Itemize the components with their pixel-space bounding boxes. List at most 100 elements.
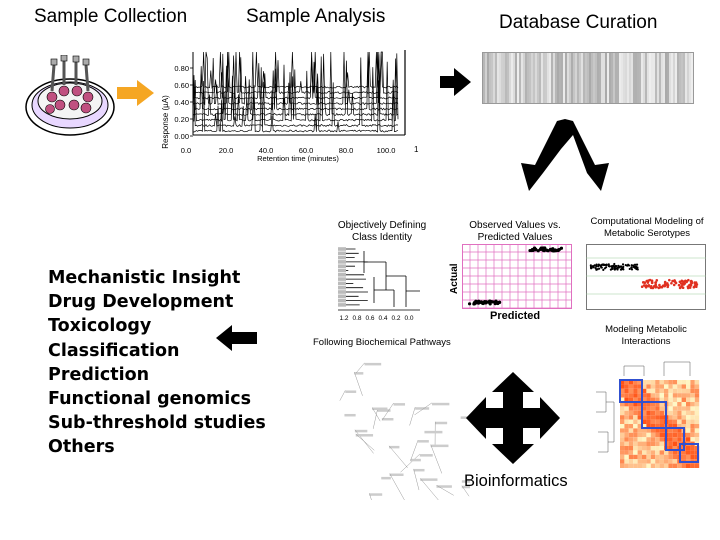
heatmap-cell xyxy=(668,446,673,451)
serotype-point xyxy=(597,265,600,268)
heatmap-dendrogram xyxy=(596,391,615,453)
heatmap-cell xyxy=(620,459,625,464)
db-strip-column xyxy=(559,53,561,103)
ovp-point xyxy=(531,248,535,252)
heatmap-cell xyxy=(694,402,700,407)
heatmap-cell xyxy=(655,437,660,442)
heatmap-cell xyxy=(659,393,664,398)
db-strip-column xyxy=(533,53,535,103)
heatmap-cell xyxy=(659,410,664,416)
sample-collection-header: Sample Collection xyxy=(34,6,188,27)
heatmap-cell xyxy=(650,441,656,446)
heatmap-cell xyxy=(690,406,695,411)
heatmap-cell xyxy=(633,397,638,402)
db-strip-column xyxy=(517,53,519,103)
heatmap-cell xyxy=(672,419,678,424)
heatmap-cell xyxy=(690,424,695,429)
ovp-point xyxy=(467,302,472,306)
db-strip-column xyxy=(607,53,609,103)
db-strip-column xyxy=(655,53,657,103)
heatmap-cell xyxy=(628,397,634,402)
heatmap-cell xyxy=(681,463,686,468)
heatmap-cell xyxy=(655,450,660,455)
right-arrow-icon xyxy=(440,68,471,96)
heatmap-cell xyxy=(672,428,678,433)
heatmap-cell xyxy=(628,406,634,411)
dendrogram-leaf-label xyxy=(338,247,346,251)
serotype-point xyxy=(672,283,676,287)
heatmap-cell xyxy=(694,380,700,385)
pathway-edge xyxy=(410,439,419,461)
db-strip-column xyxy=(687,53,689,103)
heatmap-cell xyxy=(655,428,660,433)
heatmap-cell xyxy=(668,463,673,468)
db-strip-column xyxy=(637,53,639,103)
heatmap-cell xyxy=(637,463,642,468)
ovp-point xyxy=(491,300,495,304)
heatmap-cell xyxy=(672,463,678,468)
dendrogram-leaf-label xyxy=(338,281,346,286)
serotype-point xyxy=(630,268,634,271)
heatmap-cluster-box xyxy=(679,443,699,463)
heatmap-cell xyxy=(686,402,691,407)
dendrogram-leaf-label xyxy=(338,298,346,303)
db-strip-column xyxy=(485,53,487,103)
heatmap-cell xyxy=(637,450,642,455)
pathway-node xyxy=(415,407,430,410)
heatmap-cell xyxy=(633,388,638,394)
heatmap-cell xyxy=(628,424,634,429)
serotype-point xyxy=(686,286,690,290)
heatmap-cell xyxy=(633,441,638,446)
serotype-point xyxy=(609,268,613,271)
heatmap-cell xyxy=(637,459,642,464)
db-strip-column xyxy=(611,53,613,103)
db-strip-column xyxy=(507,53,509,103)
heatmap-cell xyxy=(677,393,682,398)
db-strip-column xyxy=(661,53,663,103)
heatmap-cell xyxy=(694,432,700,438)
application-item: Functional genomics xyxy=(48,389,252,410)
ovp-point xyxy=(493,300,497,304)
heatmap-cell xyxy=(672,441,678,446)
heatmap-cell xyxy=(620,410,625,416)
heatmap-cell xyxy=(655,380,660,385)
heatmap-cell xyxy=(690,415,695,420)
heatmap-cell xyxy=(646,463,651,468)
heatmap-cell xyxy=(659,454,664,460)
serotype-point xyxy=(690,280,694,283)
heatmap-cell xyxy=(677,402,682,407)
heatmap-cell xyxy=(681,393,686,398)
heatmap-cell xyxy=(646,380,651,385)
db-strip-column xyxy=(527,53,529,103)
pathway-node xyxy=(345,390,357,393)
ovp-frame xyxy=(462,244,572,309)
heatmap-cell xyxy=(637,432,642,438)
heatmap-cell xyxy=(664,450,669,455)
db-strip-column xyxy=(569,53,571,103)
heatmap-cell xyxy=(655,441,660,446)
heatmap-cell xyxy=(637,410,642,416)
db-strip-column xyxy=(653,53,655,103)
heatmap-cell xyxy=(664,384,669,389)
pathway-edge xyxy=(339,390,346,401)
heatmap-cell xyxy=(694,424,700,429)
db-strip-column xyxy=(635,53,637,103)
serotype-point xyxy=(666,282,669,285)
heatmap-cell xyxy=(690,437,695,442)
heatmap-cell xyxy=(655,406,660,411)
heatmap-cell xyxy=(650,410,656,416)
heatmap-cell xyxy=(628,402,634,407)
dendrogram-leaf-label xyxy=(338,294,346,299)
db-strip-column xyxy=(567,53,569,103)
heatmap-cell xyxy=(681,419,686,424)
heatmap-cell xyxy=(668,397,673,402)
heatmap-cell xyxy=(694,437,700,442)
db-strip-column xyxy=(513,53,515,103)
chromatogram-trace xyxy=(192,51,399,100)
heatmap-cell xyxy=(628,410,634,416)
serotype-point xyxy=(693,284,697,288)
heatmap-cell xyxy=(655,393,660,398)
heatmap-cell xyxy=(690,463,695,468)
chromatogram-y-tick: 0.00 xyxy=(174,132,189,141)
